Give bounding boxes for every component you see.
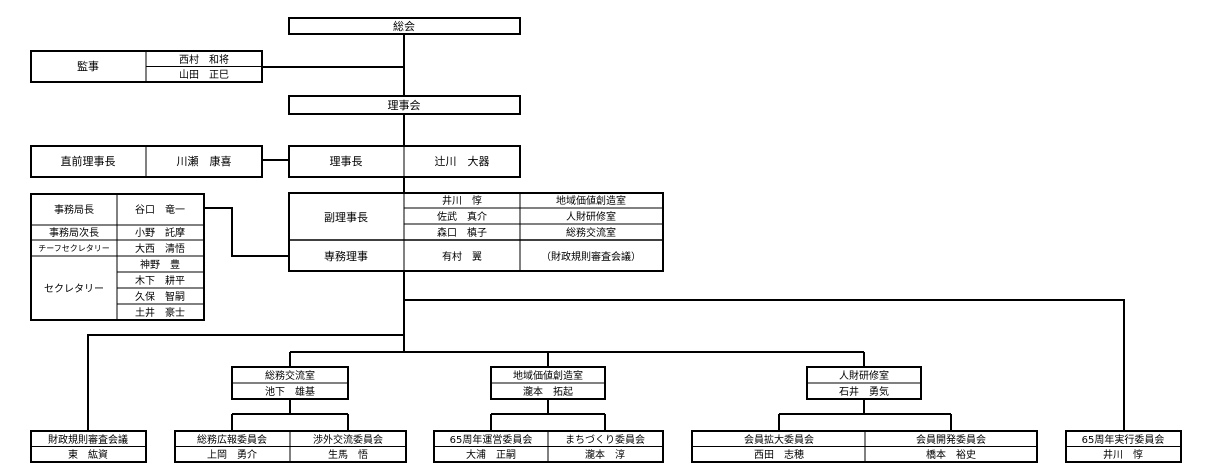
secretary-name: 久保 智嗣 xyxy=(135,290,185,303)
office-head: 石井 勇気 xyxy=(839,385,889,398)
office-name: 人財研修室 xyxy=(839,369,889,382)
board-label: 理事会 xyxy=(388,99,421,112)
president-name: 辻川 大器 xyxy=(435,154,490,168)
secretary-name: 神野 豊 xyxy=(140,258,180,271)
committee-chair: 橋本 裕史 xyxy=(926,448,976,461)
anniversary-committee-chair: 井川 惇 xyxy=(1103,448,1143,461)
finance-council-chair: 東 紘資 xyxy=(68,448,108,461)
secretary-name: 木下 耕平 xyxy=(135,274,185,287)
committee-name: 会員拡大委員会 xyxy=(744,433,814,446)
office-box: 人財研修室 石井 勇気 xyxy=(806,366,922,400)
finance-council-name: 財政規則審査会議 xyxy=(48,433,128,446)
committee-name: まちづくり委員会 xyxy=(565,433,645,446)
auditor-member: 山田 正巳 xyxy=(179,69,229,81)
committee-chair: 上岡 勇介 xyxy=(207,449,257,461)
committee-name: 渉外交流委員会 xyxy=(313,433,383,446)
secretaries-title: セクレタリー xyxy=(44,283,104,295)
past-president-title: 直前理事長 xyxy=(61,154,116,168)
committee-group-regional-value: 65周年運営委員会 大浦 正嗣 まちづくり委員会 瀧本 淳 xyxy=(433,430,664,463)
anniversary-committee-name: 65周年実行委員会 xyxy=(1082,433,1165,446)
executive-director-note: （財政規則審査会議） xyxy=(541,250,641,263)
auditor-title: 監事 xyxy=(77,59,99,73)
auditor-box: 監事 西村 和将 山田 正巳 xyxy=(30,50,263,83)
office-box: 地域価値創造室 瀧本 拓起 xyxy=(490,366,606,400)
chief-secretary-title: チーフセクレタリー xyxy=(38,244,110,253)
vice-president-office: 総務交流室 xyxy=(566,226,616,239)
finance-council-box: 財政規則審査会議 東 紘資 xyxy=(30,430,147,463)
secretariat-chief-name: 谷口 竜一 xyxy=(135,203,185,216)
vice-president-title: 副理事長 xyxy=(324,211,368,224)
president-box: 理事長 辻川 大器 xyxy=(288,145,521,178)
chief-secretary-name: 大西 清悟 xyxy=(135,242,185,255)
past-president-name: 川瀬 康喜 xyxy=(177,154,232,168)
president-title: 理事長 xyxy=(330,155,363,168)
secretariat-deputy-name: 小野 託摩 xyxy=(135,226,185,239)
board-box: 理事会 xyxy=(288,95,521,115)
anniversary-committee-box: 65周年実行委員会 井川 惇 xyxy=(1065,430,1182,463)
vice-president-office: 地域価値創造室 xyxy=(556,194,626,207)
general-assembly-box: 総会 xyxy=(288,17,521,35)
auditor-member: 西村 和将 xyxy=(179,53,229,66)
committee-group-human-resources: 会員拡大委員会 西田 志穂 会員開発委員会 橋本 裕史 xyxy=(691,430,1038,463)
general-assembly-label: 総会 xyxy=(393,19,415,33)
secretary-name: 土井 豪士 xyxy=(135,306,185,319)
office-head: 池下 雄基 xyxy=(265,385,315,398)
vice-president-office: 人財研修室 xyxy=(566,210,616,223)
office-box: 総務交流室 池下 雄基 xyxy=(231,366,349,400)
connector-lines xyxy=(87,34,1125,431)
secretariat-table: 事務局長 谷口 竜一 事務局次長 小野 託摩 チーフセクレタリー 大西 清悟 セ… xyxy=(30,193,205,321)
office-name: 総務交流室 xyxy=(265,369,315,382)
committee-group-general-affairs: 総務広報委員会 上岡 勇介 渉外交流委員会 生馬 悟 xyxy=(174,430,407,463)
committee-name: 65周年運営委員会 xyxy=(450,433,533,446)
committee-chair: 西田 志穂 xyxy=(754,448,804,461)
executive-director-name: 有村 翼 xyxy=(442,250,482,263)
committee-chair: 生馬 悟 xyxy=(328,448,368,461)
vice-president-name: 森口 槙子 xyxy=(437,226,487,239)
secretariat-deputy-title: 事務局次長 xyxy=(49,226,99,239)
committee-chair: 大浦 正嗣 xyxy=(466,448,516,461)
vice-president-name: 佐武 真介 xyxy=(437,210,487,223)
past-president-box: 直前理事長 川瀬 康喜 xyxy=(30,145,263,178)
vice-president-name: 井川 惇 xyxy=(442,194,482,207)
committee-name: 会員開発委員会 xyxy=(916,433,986,446)
committee-name: 総務広報委員会 xyxy=(197,433,267,446)
vice-president-table: 副理事長 井川 惇 地域価値創造室 佐武 真介 人財研修室 森口 槙子 総務交流… xyxy=(288,192,664,272)
secretariat-chief-title: 事務局長 xyxy=(54,203,94,216)
committee-chair: 瀧本 淳 xyxy=(585,448,625,461)
office-name: 地域価値創造室 xyxy=(513,369,583,382)
office-head: 瀧本 拓起 xyxy=(523,385,573,398)
executive-director-title: 専務理事 xyxy=(324,249,368,263)
